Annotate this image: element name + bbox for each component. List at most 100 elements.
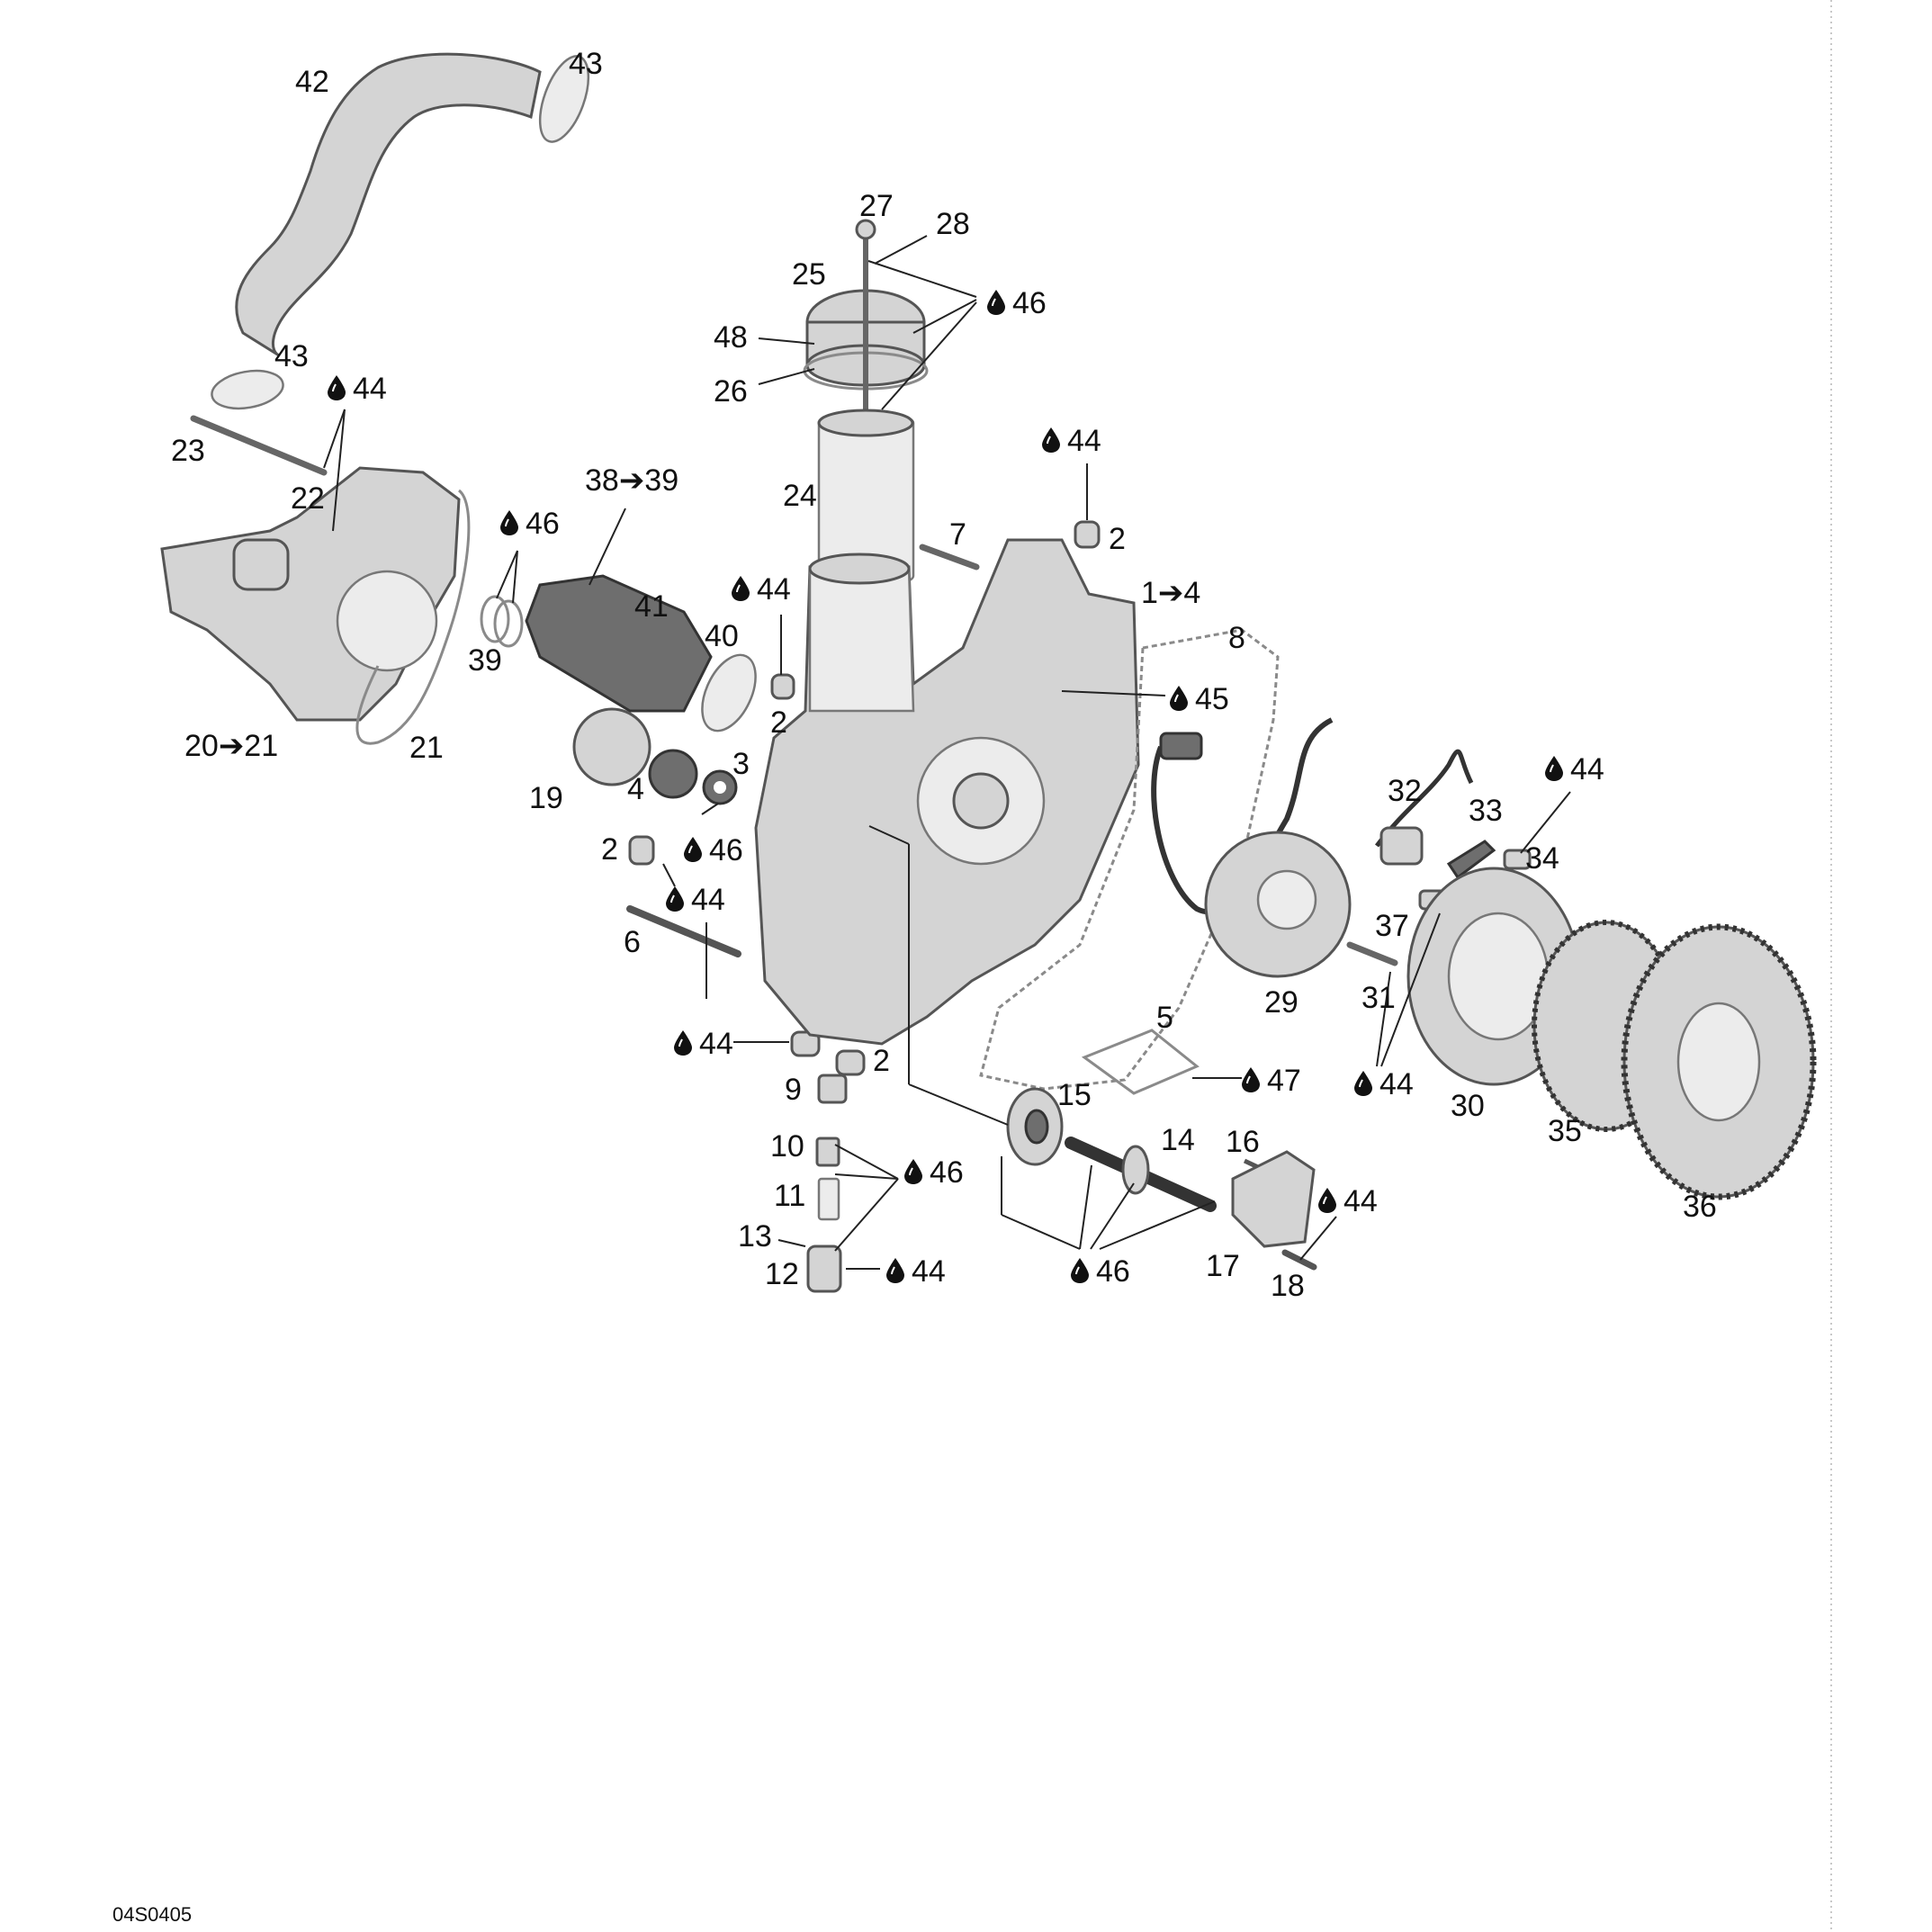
callout-2a: 2: [1109, 522, 1126, 556]
sensor-wire-32: [1375, 749, 1474, 848]
callout-labels: 1➔4 2 2 2 2 3 4 5 6 7 8 9 10 11 12 13 14…: [171, 47, 1717, 1303]
callout-42: 42: [295, 65, 329, 99]
ring-40: [701, 653, 757, 732]
seal-assembly-41: [525, 574, 713, 713]
lube-mark-46d: 46: [904, 1155, 964, 1190]
lube-mark-45: 45: [1170, 682, 1229, 716]
svg-text:44: 44: [757, 572, 791, 607]
callout-10: 10: [770, 1129, 804, 1164]
diagram-reference-code: 04S0405: [112, 1903, 192, 1926]
svg-text:44: 44: [1570, 752, 1604, 786]
svg-text:46: 46: [1096, 1254, 1130, 1289]
svg-text:44: 44: [1343, 1184, 1378, 1218]
callout-48: 48: [714, 320, 748, 355]
clamp-43-top: [538, 55, 590, 143]
ring-gear-36-teeth: [1621, 923, 1817, 1200]
callout-2b: 2: [770, 705, 787, 740]
oring-21: [355, 489, 471, 745]
plug-2-c: [628, 835, 655, 866]
callout-35: 35: [1548, 1114, 1582, 1148]
seal-3-hole: [714, 781, 726, 794]
stator-29-inner: [1256, 869, 1317, 930]
oring-39a: [480, 595, 510, 643]
callout-25: 25: [792, 257, 826, 292]
callout-6: 6: [624, 925, 641, 959]
bolt-27-head: [855, 219, 876, 240]
rotor-30-face: [1447, 912, 1550, 1041]
callout-43a: 43: [569, 47, 603, 81]
piston-12: [806, 1245, 842, 1293]
callout-18: 18: [1271, 1269, 1305, 1303]
callout-17: 17: [1206, 1249, 1240, 1283]
spring-10: [815, 1137, 840, 1167]
cover-17: [1231, 1150, 1316, 1248]
lube-mark-46e: 46: [1071, 1254, 1130, 1289]
pump-bore: [336, 570, 438, 672]
svg-text:45: 45: [1195, 682, 1229, 716]
svg-text:46: 46: [930, 1155, 964, 1190]
callout-14: 14: [1161, 1123, 1195, 1157]
callout-22: 22: [291, 481, 325, 516]
callout-3: 3: [732, 747, 750, 781]
plug-2-d: [790, 1030, 821, 1057]
sensor-32: [1379, 826, 1424, 866]
ring-gear-36-hub: [1676, 1002, 1761, 1122]
oil-filter-top: [817, 409, 914, 437]
callout-23: 23: [171, 434, 205, 468]
callout-13: 13: [738, 1219, 772, 1254]
svg-text:46: 46: [709, 833, 743, 867]
hose-42: [235, 52, 542, 357]
callout-29: 29: [1264, 985, 1298, 1020]
callout-5: 5: [1156, 1001, 1173, 1035]
stator-connector: [1159, 732, 1203, 760]
callout-38: 38➔39: [585, 463, 678, 498]
svg-text:47: 47: [1267, 1064, 1301, 1098]
bolt-6: [626, 905, 741, 957]
gasket-5: [1081, 1029, 1200, 1095]
bolt-7: [919, 544, 980, 571]
callout-21: 21: [409, 731, 444, 765]
lube-mark-46a: 46: [987, 286, 1047, 320]
svg-text:44: 44: [1379, 1067, 1414, 1101]
callout-30: 30: [1451, 1089, 1485, 1123]
callout-39: 39: [468, 643, 502, 678]
callout-41: 41: [634, 589, 669, 624]
callout-27: 27: [859, 189, 894, 223]
svg-text:46: 46: [526, 507, 560, 541]
callout-34: 34: [1525, 841, 1559, 876]
svg-text:44: 44: [699, 1027, 733, 1061]
spring-11: [817, 1177, 840, 1221]
lube-mark-44i: 44: [886, 1254, 946, 1289]
callout-37: 37: [1375, 909, 1409, 943]
callout-20: 20➔21: [184, 729, 278, 763]
callout-12: 12: [765, 1257, 799, 1291]
oil-filter-housing-top: [808, 553, 911, 585]
callout-16: 16: [1226, 1125, 1260, 1159]
svg-text:44: 44: [353, 372, 387, 406]
callout-8: 8: [1228, 621, 1245, 655]
lube-mark-46b: 46: [500, 507, 560, 541]
callout-4: 4: [627, 772, 644, 806]
callout-43b: 43: [274, 339, 309, 373]
gasket-8: [979, 628, 1280, 1091]
callout-31: 31: [1361, 981, 1396, 1015]
callout-40: 40: [705, 619, 739, 653]
callout-26: 26: [714, 374, 748, 409]
oil-filter-housing: [808, 565, 915, 713]
leader-lines: [323, 235, 1571, 1270]
callout-32: 32: [1388, 774, 1422, 808]
svg-text:44: 44: [912, 1254, 946, 1289]
lube-mark-44h: 44: [1318, 1184, 1378, 1218]
callout-19: 19: [529, 781, 563, 815]
screw-34: [1503, 849, 1532, 870]
callout-2d: 2: [873, 1044, 890, 1078]
callout-7: 7: [949, 517, 966, 552]
gear-4: [648, 749, 698, 799]
lube-mark-44g: 44: [1354, 1067, 1414, 1101]
lube-mark-44f: 44: [674, 1027, 733, 1061]
svg-text:44: 44: [1067, 424, 1101, 458]
svg-text:44: 44: [691, 883, 725, 917]
bolt-23: [190, 415, 328, 476]
plug-2-b: [770, 673, 795, 700]
